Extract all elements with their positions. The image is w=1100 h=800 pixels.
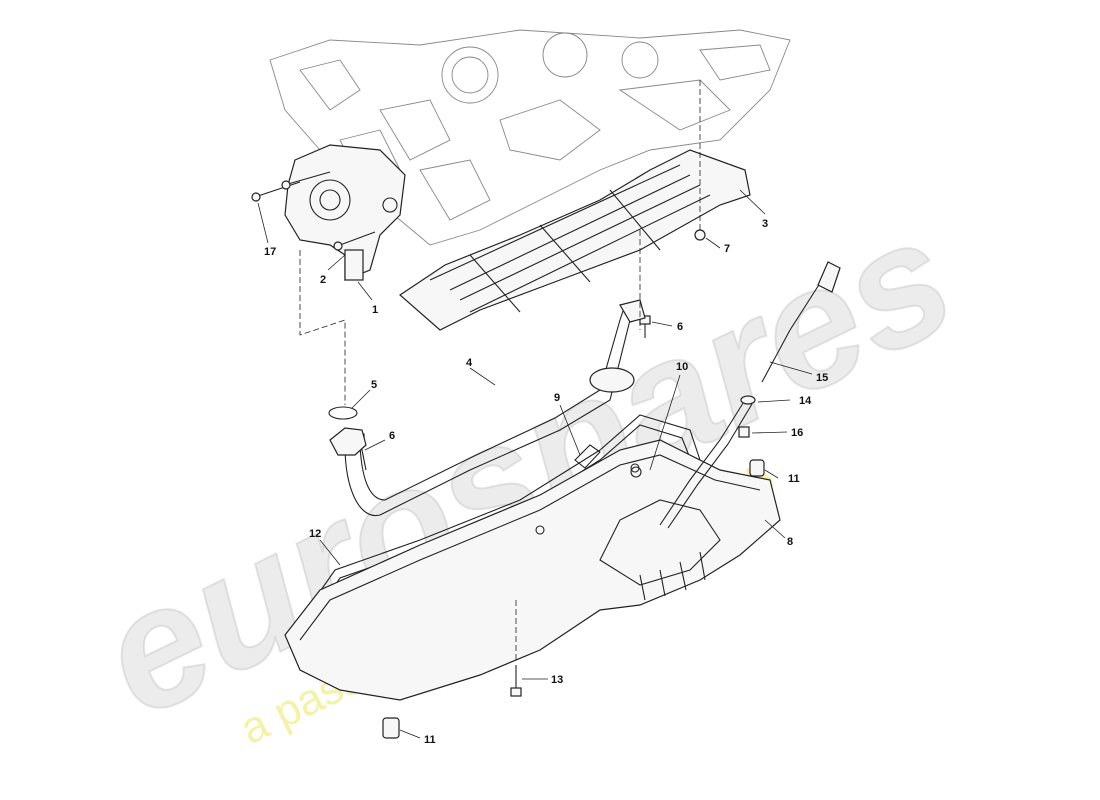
drain-plug-side [749, 459, 765, 477]
callout-11-side: 11 [788, 473, 800, 485]
alignment-lines [299, 80, 701, 662]
callout-13: 13 [551, 674, 563, 686]
callout-8: 8 [787, 536, 793, 548]
leader-lines [257, 189, 813, 739]
callout-6-lower: 6 [389, 430, 395, 442]
callout-17: 17 [264, 246, 276, 258]
callout-10: 10 [676, 361, 688, 373]
o-ring [328, 406, 358, 420]
oil-pump [284, 144, 406, 281]
oil-pickup-pipe [344, 299, 646, 517]
callout-1: 1 [372, 304, 378, 316]
baffle-plate [574, 444, 601, 469]
windage-tray [399, 149, 751, 331]
dipstick [761, 261, 841, 383]
callout-16: 16 [791, 427, 803, 439]
dipstick-bracket-bolt [738, 426, 750, 438]
drain-plug-bottom [382, 717, 400, 739]
callout-12: 12 [309, 528, 321, 540]
pump-bolts [251, 171, 376, 251]
callout-4: 4 [466, 357, 473, 369]
callout-14: 14 [799, 395, 812, 407]
callout-3: 3 [762, 218, 768, 230]
dipstick-tube [659, 395, 756, 529]
callout-11-bottom: 11 [424, 734, 436, 746]
callout-7: 7 [724, 243, 730, 255]
callouts: 1 2 3 4 5 6 6 7 8 9 10 11 11 12 13 14 15… [264, 218, 828, 746]
nut [694, 229, 706, 241]
callout-9: 9 [554, 392, 560, 404]
sump-bolt [510, 665, 522, 697]
callout-5: 5 [371, 379, 377, 391]
pickup-flange [329, 427, 367, 456]
callout-6-upper: 6 [677, 321, 683, 333]
callout-15: 15 [816, 372, 828, 384]
callout-2: 2 [320, 274, 326, 286]
sump-insert [630, 466, 642, 478]
